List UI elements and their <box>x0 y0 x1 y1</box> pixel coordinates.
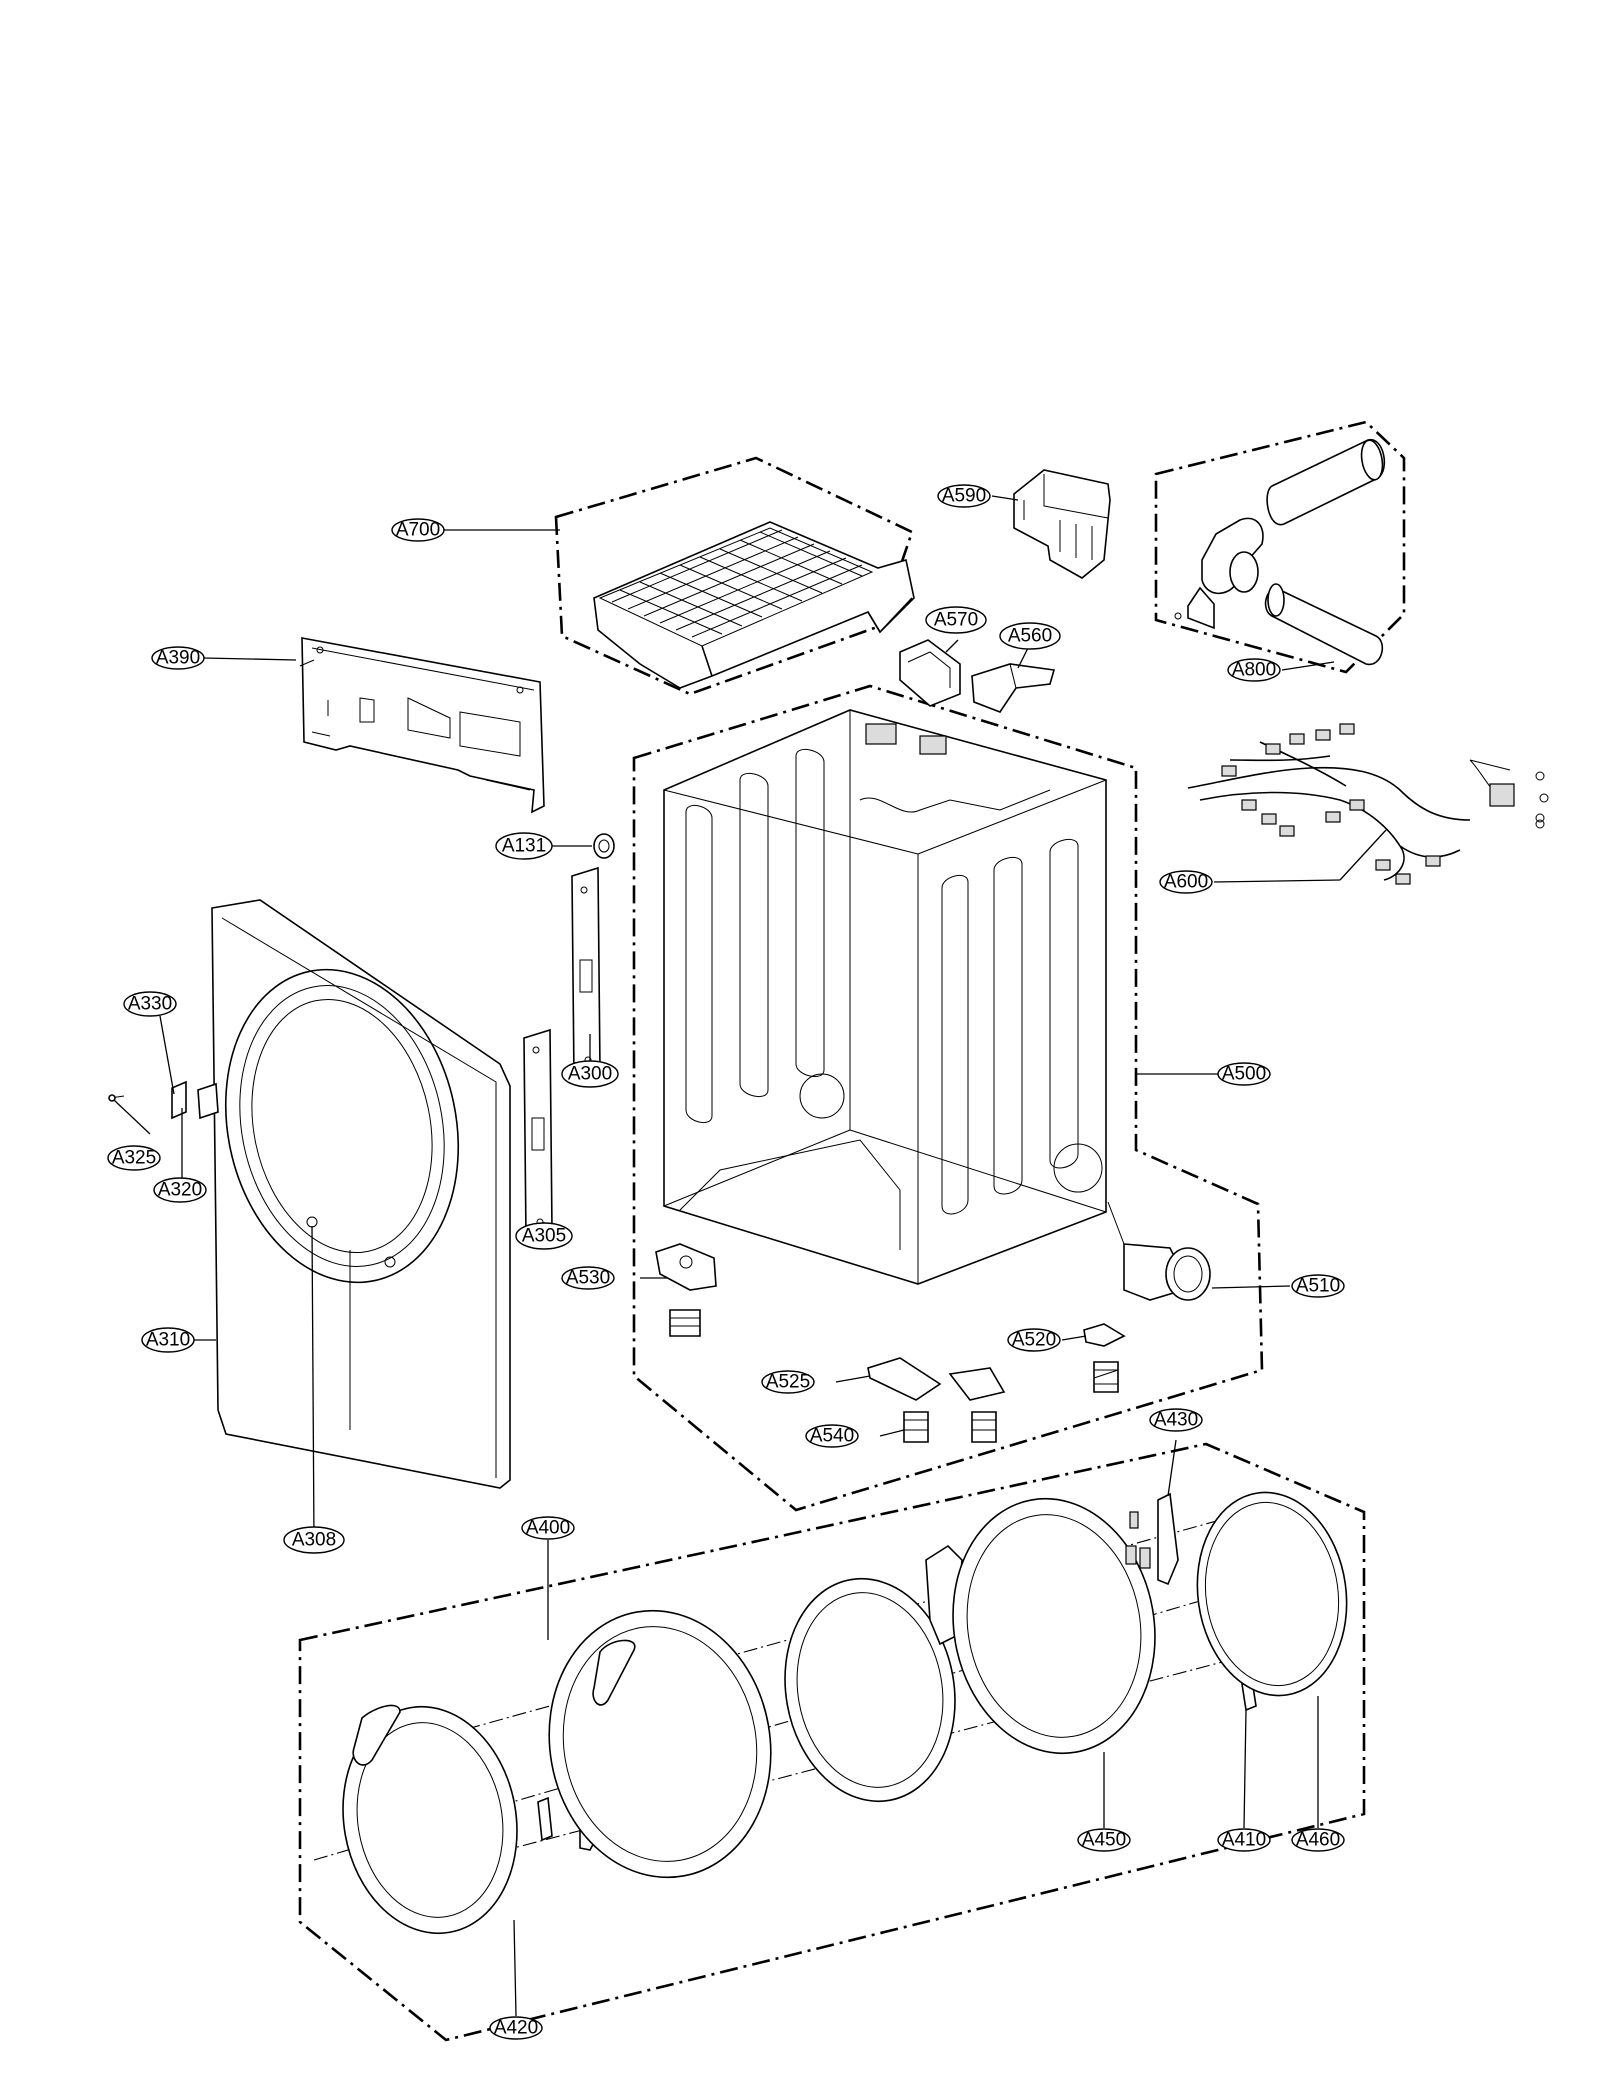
label-a390: A390 <box>151 646 205 670</box>
group-boundary-door <box>298 1442 1366 2042</box>
svg-text:A410: A410 <box>1222 1830 1266 1851</box>
label-a430: A430 <box>1149 1408 1203 1432</box>
svg-text:A310: A310 <box>146 1330 190 1351</box>
label-a305: A305 <box>515 1222 573 1250</box>
label-a600: A600 <box>1159 870 1213 894</box>
label-a520: A520 <box>1007 1328 1061 1352</box>
svg-text:A131: A131 <box>502 836 546 857</box>
label-a460: A460 <box>1291 1828 1345 1852</box>
exhaust-duct-a510-part <box>1107 1201 1211 1301</box>
svg-text:A400: A400 <box>526 1518 570 1539</box>
label-a530: A530 <box>561 1266 615 1290</box>
label-a560: A560 <box>999 622 1061 650</box>
svg-text:A308: A308 <box>292 1530 336 1551</box>
group-boundary-top-tray <box>554 456 914 696</box>
label-a131: A131 <box>495 832 553 860</box>
front-panel-part <box>211 899 511 1489</box>
cabinet-front-ribs <box>941 838 1079 1215</box>
svg-text:A305: A305 <box>522 1226 566 1247</box>
bracket-a570-part <box>899 639 961 707</box>
svg-text:A500: A500 <box>1222 1064 1266 1085</box>
duct-kit-part <box>1174 439 1386 665</box>
svg-text:A570: A570 <box>934 610 978 631</box>
cabinet-part <box>663 709 1107 1285</box>
label-a800: A800 <box>1227 658 1281 682</box>
cabinet-left-ribs <box>685 748 825 1124</box>
label-a525: A525 <box>761 1370 815 1394</box>
wire-harness-part <box>1187 723 1549 885</box>
label-a590: A590 <box>937 484 991 508</box>
label-a420: A420 <box>489 2016 543 2040</box>
control-panel-bracket-part <box>299 637 545 814</box>
svg-text:A520: A520 <box>1012 1330 1056 1351</box>
svg-text:A320: A320 <box>158 1180 202 1201</box>
door-lock-parts <box>108 1080 219 1120</box>
label-a300: A300 <box>561 1060 619 1088</box>
leveling-feet-parts <box>655 1243 1126 1443</box>
label-a450: A450 <box>1077 1828 1131 1852</box>
svg-text:A590: A590 <box>942 486 986 507</box>
svg-text:A600: A600 <box>1164 872 1208 893</box>
tray-grid <box>611 529 863 638</box>
hinge-plate-a305-part <box>523 1028 553 1240</box>
svg-text:A430: A430 <box>1154 1410 1198 1431</box>
label-a410: A410 <box>1217 1828 1271 1852</box>
group-boundary-duct-kit <box>1154 420 1406 674</box>
svg-text:A460: A460 <box>1296 1830 1340 1851</box>
door-assembly-parts <box>313 1491 1348 1935</box>
guide-a560-part <box>971 663 1056 713</box>
svg-text:A530: A530 <box>566 1268 610 1289</box>
svg-text:A560: A560 <box>1008 626 1052 647</box>
top-tray-part <box>593 521 915 689</box>
label-a330: A330 <box>123 991 177 1017</box>
svg-text:A390: A390 <box>156 648 200 669</box>
label-a570: A570 <box>925 606 987 634</box>
label-a510: A510 <box>1291 1274 1345 1298</box>
svg-text:A700: A700 <box>396 520 440 541</box>
bushing-a131-part <box>593 833 615 859</box>
svg-text:A540: A540 <box>810 1426 854 1447</box>
label-a310: A310 <box>141 1327 195 1353</box>
label-a308: A308 <box>283 1526 345 1554</box>
svg-text:A450: A450 <box>1082 1830 1126 1851</box>
label-a500: A500 <box>1217 1062 1271 1086</box>
label-a320: A320 <box>153 1177 207 1203</box>
svg-text:A330: A330 <box>128 994 172 1015</box>
svg-text:A325: A325 <box>112 1148 156 1169</box>
svg-text:A420: A420 <box>494 2018 538 2039</box>
label-a325: A325 <box>107 1145 161 1171</box>
label-a400: A400 <box>521 1516 575 1540</box>
svg-text:A300: A300 <box>568 1064 612 1085</box>
label-a540: A540 <box>805 1424 859 1448</box>
exhaust-cover-part <box>1013 469 1111 579</box>
group-boundary-cabinet <box>632 684 1264 1512</box>
svg-text:A510: A510 <box>1296 1276 1340 1297</box>
svg-text:A800: A800 <box>1232 660 1276 681</box>
label-a700: A700 <box>391 518 445 542</box>
svg-text:A525: A525 <box>766 1372 810 1393</box>
hinge-plate-a300-part <box>571 866 601 1080</box>
leader-lines <box>113 495 1387 2017</box>
